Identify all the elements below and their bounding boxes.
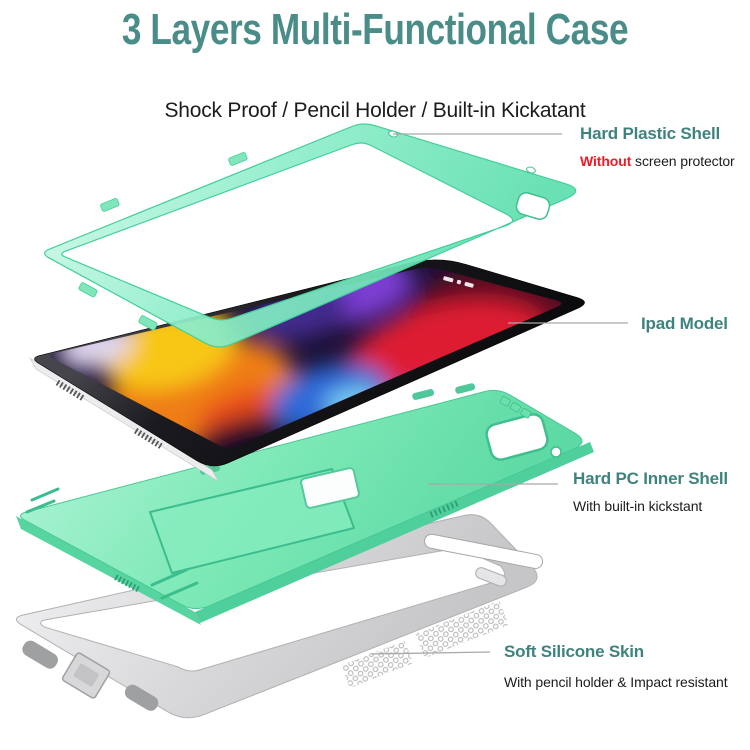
camera-cutout bbox=[485, 413, 549, 461]
shell-front-edge bbox=[16, 516, 201, 625]
plastic-shell-frame bbox=[43, 123, 577, 348]
ipad-speaker-grille bbox=[55, 379, 163, 449]
frame-hole bbox=[526, 166, 536, 174]
leader-line-soft-silicone-skin bbox=[369, 651, 491, 655]
pencil-holder-slot bbox=[61, 652, 111, 699]
mic-hole bbox=[550, 446, 562, 458]
annotation-title: Ipad Model bbox=[641, 314, 728, 333]
frame-camera-window bbox=[515, 192, 551, 220]
annotation-hard-pc-inner-shell: Hard PC Inner Shell With built-in kickst… bbox=[573, 469, 728, 514]
annotation-title: Hard Plastic Shell bbox=[580, 124, 721, 143]
annotation-note-emphasis: Without bbox=[580, 153, 632, 169]
annotation-note: With pencil holder & Impact resistant bbox=[504, 674, 728, 690]
hard-plastic-shell-layer bbox=[43, 123, 577, 348]
inner-shell-layer bbox=[16, 383, 594, 625]
speaker-grille bbox=[114, 574, 140, 592]
skin-strap-slot bbox=[424, 533, 544, 569]
shell-corner-tabs bbox=[499, 396, 532, 419]
page-subtitle: Shock Proof / Pencil Holder / Built-in K… bbox=[164, 99, 586, 122]
status-bar-icons bbox=[443, 276, 474, 288]
frame-clip-tabs bbox=[78, 152, 248, 331]
page-title: 3 Layers Multi-Functional Case bbox=[121, 5, 629, 54]
annotation-note: Without screen protector bbox=[580, 153, 735, 169]
honeycomb-grip-texture bbox=[341, 600, 509, 688]
annotation-note: With built-in kickstant bbox=[573, 498, 703, 514]
shell-side-edge bbox=[195, 442, 594, 623]
skin-button-cover bbox=[475, 567, 507, 587]
annotation-title: Hard PC Inner Shell bbox=[573, 469, 728, 488]
skin-port-cutout bbox=[124, 684, 159, 711]
annotation-soft-silicone-skin: Soft Silicone Skin With pencil holder & … bbox=[504, 642, 728, 690]
annotation-title: Soft Silicone Skin bbox=[504, 642, 644, 661]
skin-port-cutout bbox=[22, 640, 58, 669]
annotation-ipad-model: Ipad Model bbox=[641, 314, 728, 334]
annotation-note-rest: screen protector bbox=[631, 153, 735, 169]
leader-lines bbox=[369, 133, 628, 655]
shell-corner-ridges bbox=[25, 487, 199, 600]
speaker-grille bbox=[429, 500, 459, 518]
kickstand-latch bbox=[300, 467, 360, 509]
annotation-hard-plastic-shell: Hard Plastic Shell Without screen protec… bbox=[580, 124, 735, 169]
